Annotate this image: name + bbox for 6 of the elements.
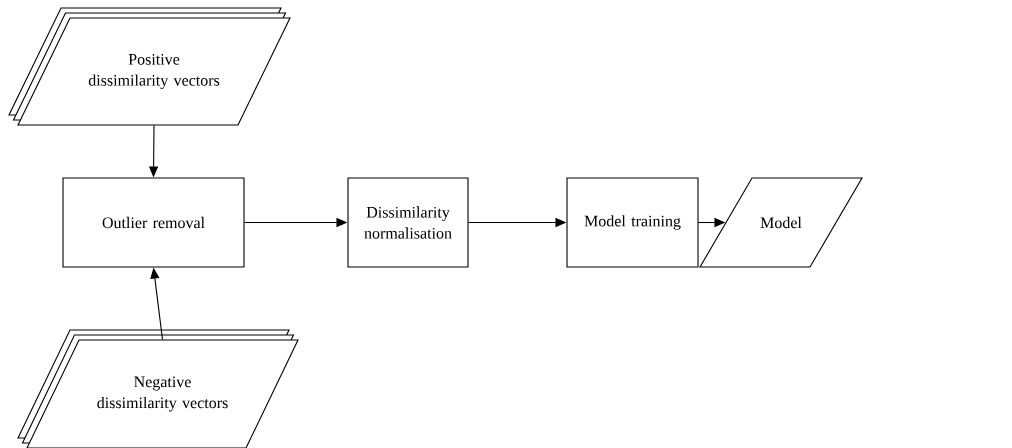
process-box: Dissimilarity normalisation (347, 177, 469, 268)
process-box: Model training (566, 177, 699, 268)
process-box: Outlier removal (62, 177, 245, 268)
document-stack-parallelogram: Negative dissimilarity vectors (17, 329, 299, 448)
output-parallelogram: Model (699, 177, 863, 268)
document-stack-parallelogram: Positive dissimilarity vectors (8, 7, 291, 126)
